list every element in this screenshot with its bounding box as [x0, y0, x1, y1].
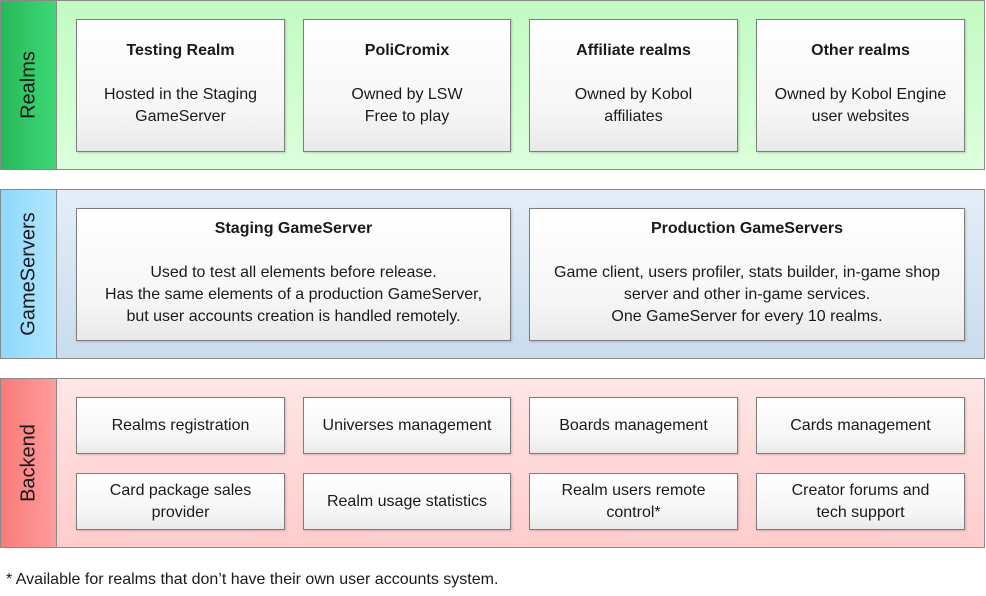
backend-card-label: Realms registration	[111, 416, 250, 434]
backend-label: Backend	[17, 424, 39, 502]
backend-card-label: Boards management	[559, 416, 708, 434]
backend-card-label: Realm usage statistics	[326, 492, 488, 510]
realm-card-desc: Owned by Kobol Engine user websites	[774, 86, 947, 125]
footnote: * Available for realms that don’t have t…	[6, 571, 499, 588]
backend-card-label: Card package sales provider	[109, 481, 252, 521]
backend-card-creator-forums: Creator forums and tech support	[756, 473, 965, 530]
realm-card-desc: Owned by LSW Free to play	[351, 86, 463, 125]
gameservers-label: GameServers	[17, 212, 39, 336]
gameserver-card-title: Staging GameServer	[214, 220, 373, 237]
realm-card-title: Other realms	[811, 42, 910, 59]
realms-tab: Realms	[0, 0, 57, 170]
backend-card-label: Cards management	[790, 416, 931, 434]
backend-card-realms-registration: Realms registration	[76, 397, 285, 454]
realm-card-other: Other realms Owned by Kobol Engine user …	[756, 19, 965, 152]
realm-card-policromix: PoliCromix Owned by LSW Free to play	[303, 19, 511, 152]
backend-card-universes-management: Universes management	[303, 397, 511, 454]
backend-card-boards-management: Boards management	[529, 397, 738, 454]
backend-card-cards-management: Cards management	[756, 397, 965, 454]
backend-card-label: Creator forums and tech support	[791, 481, 930, 521]
gameserver-card-staging: Staging GameServer Used to test all elem…	[76, 208, 511, 341]
backend-card-realm-usage-statistics: Realm usage statistics	[303, 473, 511, 530]
backend-card-card-package-sales: Card package sales provider	[76, 473, 285, 530]
realm-card-desc: Owned by Kobol affiliates	[574, 86, 693, 125]
backend-layer: Backend Realms registration Universes ma…	[0, 378, 985, 548]
realm-card-desc: Hosted in the Staging GameServer	[104, 86, 257, 125]
gameserver-card-desc: Game client, users profiler, stats build…	[554, 264, 940, 325]
realm-card-affiliate: Affiliate realms Owned by Kobol affiliat…	[529, 19, 738, 152]
backend-card-realm-users-remote-control: Realm users remote control*	[529, 473, 738, 530]
backend-card-label: Universes management	[322, 416, 492, 434]
realm-card-title: Affiliate realms	[576, 42, 691, 59]
gameserver-card-production: Production GameServers Game client, user…	[529, 208, 965, 341]
realm-card-testing: Testing Realm Hosted in the Staging Game…	[76, 19, 285, 152]
realms-label: Realms	[17, 51, 39, 119]
backend-card-label: Realm users remote control*	[561, 481, 706, 521]
gameserver-card-desc: Used to test all elements before release…	[104, 264, 483, 325]
realm-card-title: PoliCromix	[364, 42, 450, 59]
gameservers-layer: GameServers Staging GameServer Used to t…	[0, 189, 985, 359]
gameservers-tab: GameServers	[0, 189, 57, 359]
backend-tab: Backend	[0, 378, 57, 548]
realm-card-title: Testing Realm	[126, 42, 235, 59]
gameserver-card-title: Production GameServers	[650, 220, 844, 237]
realms-layer: Realms Testing Realm Hosted in the Stagi…	[0, 0, 985, 170]
